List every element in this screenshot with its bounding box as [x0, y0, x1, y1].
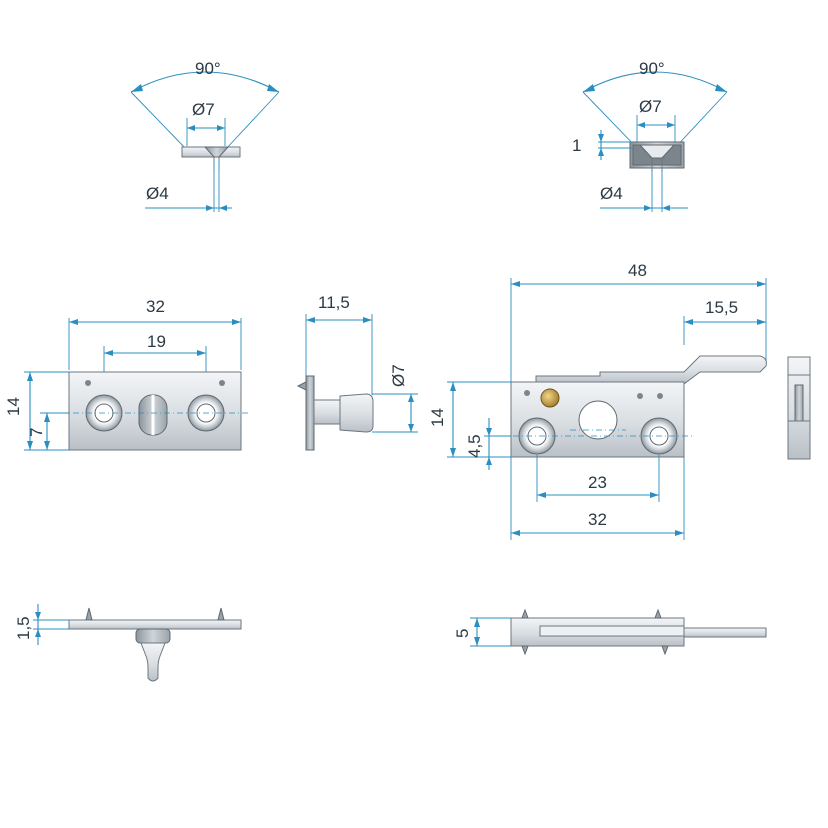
hole-height-label-7: 7	[27, 428, 46, 437]
inner-diameter-label-left: Ø4	[146, 184, 169, 203]
striker-pin-bottom	[140, 642, 166, 682]
thickness-label-right: 1	[572, 136, 581, 155]
center-bore	[578, 400, 618, 440]
striker-plate-top-view: 1,5	[14, 604, 242, 682]
angle-label-right: 90°	[639, 59, 665, 78]
depth-label-11-5: 11,5	[318, 293, 350, 312]
striker-neck	[313, 399, 341, 425]
plate-edge	[305, 375, 315, 451]
lever-top	[683, 627, 767, 638]
latch-front-view: 48 15,5 14 4,5 23	[428, 261, 767, 540]
diameter-label-7-side: Ø7	[389, 364, 408, 387]
countersink-view-left: 90° Ø7 Ø4	[130, 59, 280, 212]
hole-spacing-label-19: 19	[147, 332, 166, 351]
hole-spacing-label-23: 23	[588, 473, 607, 492]
base-width-label-32-right: 32	[588, 510, 607, 529]
outer-diameter-label-left: Ø7	[192, 100, 215, 119]
striker-side-view: 11,5 Ø7	[296, 293, 418, 451]
plate-top-view	[68, 619, 242, 630]
striker-plate-front-view: 32 19 14 7	[4, 297, 250, 451]
latch-edge-view	[787, 356, 811, 460]
overall-width-label-48: 48	[628, 261, 647, 280]
lever-width-label-15-5: 15,5	[705, 298, 738, 317]
height-label-14-right: 14	[428, 408, 447, 427]
angle-label-left: 90°	[195, 59, 221, 78]
latch-top-view: 5	[453, 608, 767, 656]
outer-diameter-label-right: Ø7	[639, 97, 662, 116]
countersink-view-right: 90° Ø7 1 Ø4	[572, 59, 728, 212]
striker-head	[339, 393, 374, 433]
thickness-label-1-5: 1,5	[14, 616, 33, 640]
height-label-14-left: 14	[4, 397, 23, 416]
thickness-label-5: 5	[453, 629, 472, 638]
hole-height-label-4-5: 4,5	[465, 434, 484, 458]
brass-rivet	[540, 388, 560, 408]
latch-lever	[535, 355, 767, 385]
inner-diameter-label-right: Ø4	[600, 184, 623, 203]
striker-base-bottom	[135, 628, 171, 644]
width-label-32-left: 32	[146, 297, 165, 316]
